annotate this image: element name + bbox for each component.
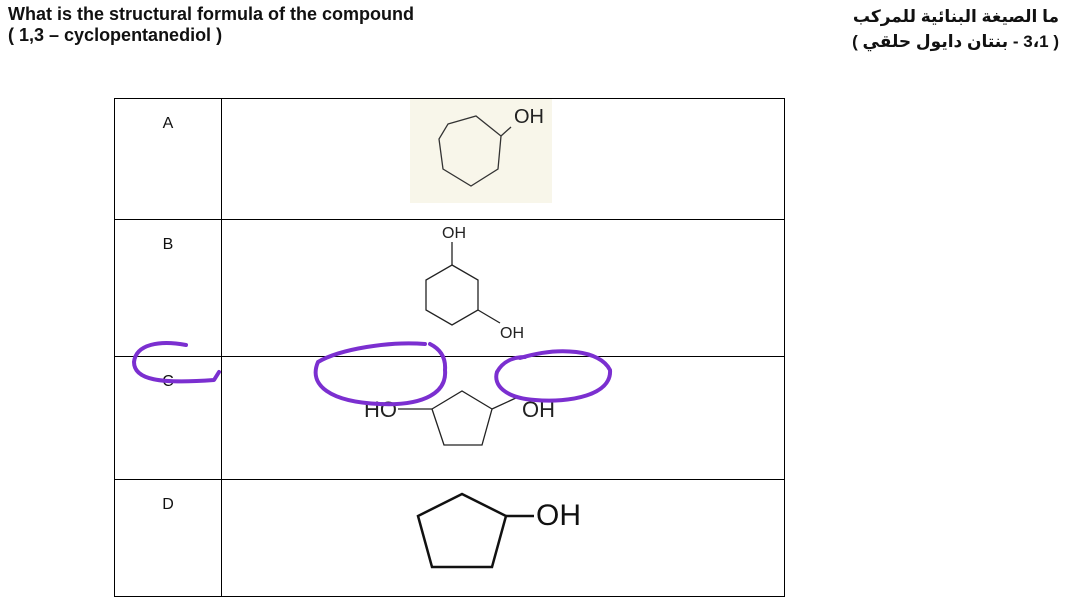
option-letter-d[interactable]: D (114, 479, 222, 597)
option-letter-a[interactable]: A (114, 98, 222, 220)
option-letter-b[interactable]: B (114, 219, 222, 357)
ho-label: HO (364, 397, 397, 422)
question-arabic-line2: ( 3،1 - بنتان دايول حلقي ) (852, 32, 1059, 51)
options-table: A OH B OH OH C HO (114, 98, 785, 597)
oh-label: OH (536, 499, 581, 532)
option-row-b[interactable]: B OH OH (114, 219, 785, 357)
question-english: What is the structural formula of the co… (8, 4, 414, 46)
oh-label-bottom: OH (500, 325, 524, 340)
option-row-a[interactable]: A OH (114, 98, 785, 220)
oh-label: OH (522, 397, 555, 422)
option-row-d[interactable]: D OH (114, 479, 785, 597)
option-structure-c[interactable]: HO OH (221, 356, 785, 480)
question-english-line1: What is the structural formula of the co… (8, 4, 415, 24)
question-arabic-line1: ما الصيغة البنائية للمركب (852, 7, 1059, 26)
option-structure-d[interactable]: OH (221, 479, 785, 597)
oh-label-top: OH (442, 225, 466, 242)
cyclohexanol-structure-icon: OH (410, 99, 552, 203)
cyclopentane-diol-structure-icon: HO OH (364, 390, 555, 446)
cyclopentanol-structure-icon: OH (416, 492, 581, 569)
option-letter-c[interactable]: C (114, 356, 222, 480)
oh-label: OH (514, 106, 544, 128)
cyclohexane-diol-structure-icon: OH OH (425, 225, 524, 340)
option-row-c[interactable]: C HO OH (114, 356, 785, 480)
question-english-line2: ( 1,3 – cyclopentanediol ) (8, 25, 223, 45)
option-structure-a[interactable]: OH (221, 98, 785, 220)
option-structure-b[interactable]: OH OH (221, 219, 785, 357)
question-arabic: ما الصيغة البنائية للمركب ( 3،1 - بنتان … (852, 4, 1059, 54)
